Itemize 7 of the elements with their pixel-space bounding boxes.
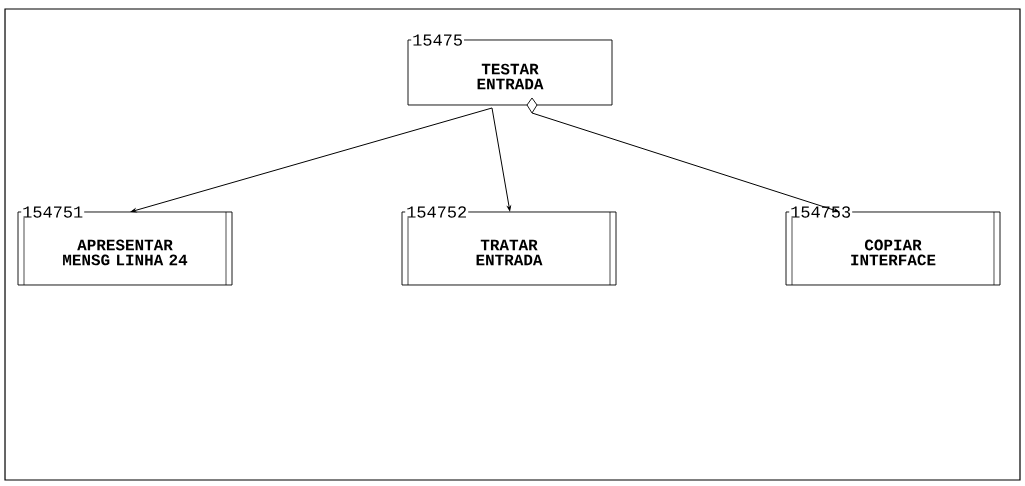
arrow (491, 107, 511, 211)
node-number: 154752 (405, 206, 469, 218)
arrow (130, 107, 493, 213)
node-number: 15475 (411, 34, 465, 46)
node-number: 154753 (789, 206, 853, 218)
node-number: 154751 (21, 206, 85, 218)
arrow (531, 112, 840, 213)
